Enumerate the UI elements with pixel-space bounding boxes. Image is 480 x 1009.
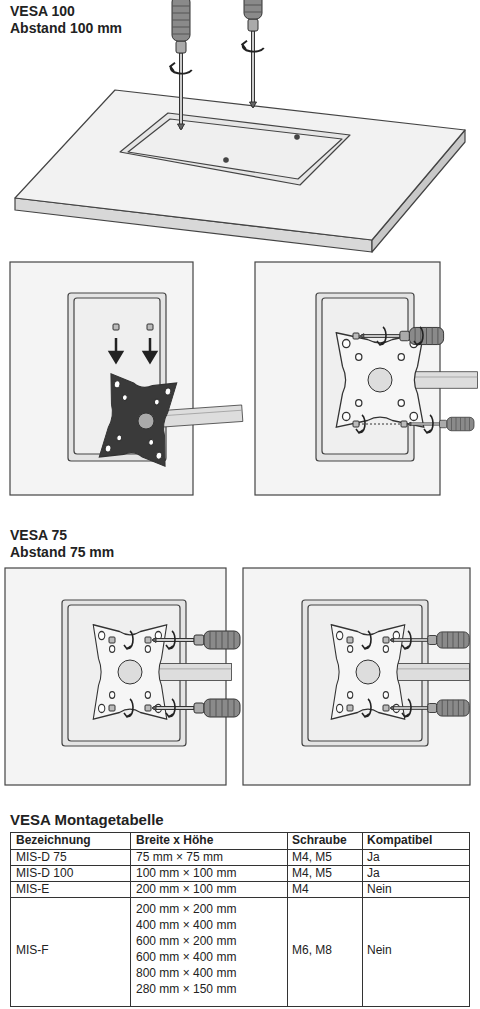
table-header: Breite x Höhe xyxy=(136,834,213,848)
table-cell: Ja xyxy=(367,851,380,865)
table-cell: 100 mm × 100 mm xyxy=(136,867,236,881)
table-cell: 800 mm × 400 mm xyxy=(136,967,236,981)
table-cell: M4, M5 xyxy=(292,851,332,865)
table-cell: MIS-E xyxy=(16,883,49,897)
table-header: Kompatibel xyxy=(367,834,432,848)
table-cell: 280 mm × 150 mm xyxy=(136,983,236,997)
table-header: Bezeichnung xyxy=(16,834,91,848)
table-cell: M6, M8 xyxy=(292,944,332,958)
table-cell: M4 xyxy=(292,883,309,897)
heading: VESA 100 xyxy=(10,3,75,19)
heading: Abstand 100 mm xyxy=(10,20,122,36)
table-cell: M4, M5 xyxy=(292,867,332,881)
table-grid xyxy=(10,833,470,1008)
table-cell: 600 mm × 400 mm xyxy=(136,951,236,965)
table-cell: 75 mm × 75 mm xyxy=(136,851,223,865)
table-cell: MIS-D 75 xyxy=(16,851,67,865)
table-cell: 200 mm × 200 mm xyxy=(136,903,236,917)
table-cell: MIS-D 100 xyxy=(16,867,73,881)
table-cell: 600 mm × 200 mm xyxy=(136,935,236,949)
table-cell: Nein xyxy=(367,944,392,958)
heading: VESA 75 xyxy=(10,527,67,543)
table-cell: MIS-F xyxy=(16,944,49,958)
table-cell: 200 mm × 100 mm xyxy=(136,883,236,897)
table-cell: Ja xyxy=(367,867,380,881)
table-cell: Nein xyxy=(367,883,392,897)
heading: Abstand 75 mm xyxy=(10,544,114,560)
table-cell: 400 mm × 400 mm xyxy=(136,919,236,933)
table-header: Schraube xyxy=(292,834,347,848)
table-title: VESA Montagetabelle xyxy=(10,811,164,828)
